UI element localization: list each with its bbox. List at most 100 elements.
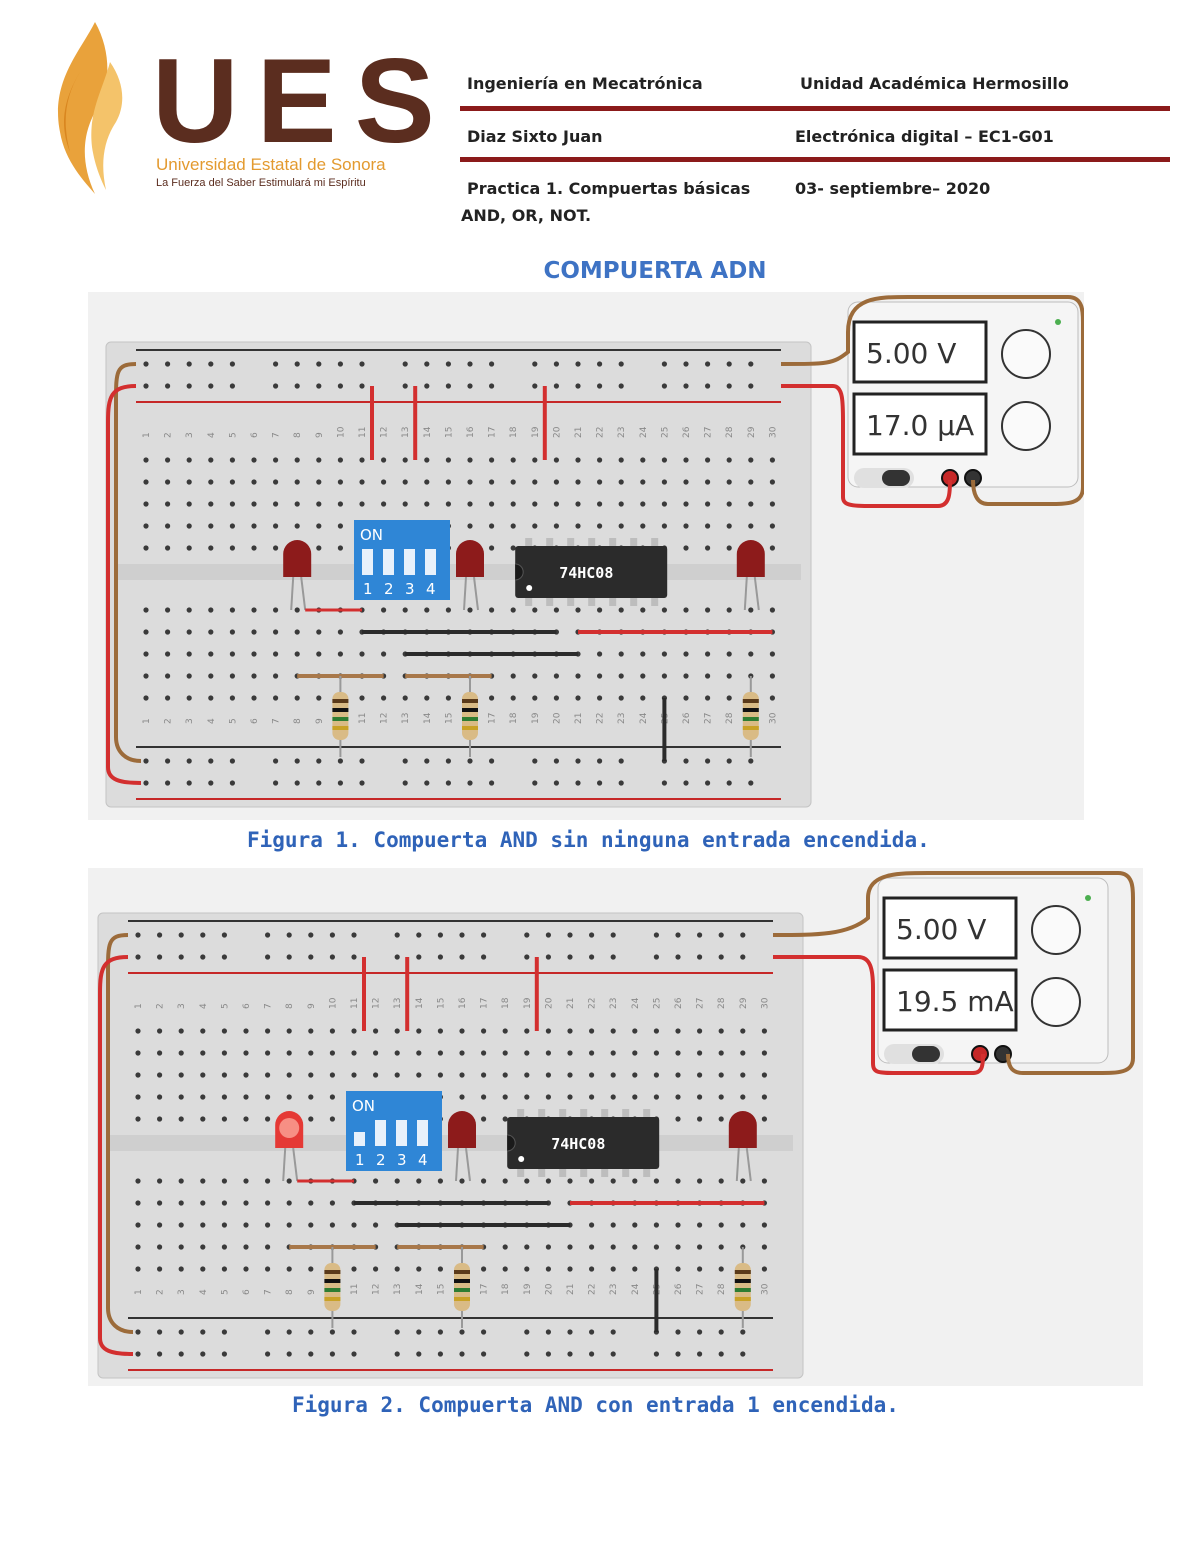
breadboard-hole — [229, 361, 235, 367]
breadboard-hole — [165, 695, 171, 701]
breadboard-hole — [705, 501, 711, 507]
breadboard-hole — [294, 501, 300, 507]
breadboard-hole — [481, 954, 487, 960]
breadboard-hole — [308, 1116, 314, 1122]
logo-letters: UES — [152, 34, 440, 168]
column-number: 3 — [185, 718, 195, 724]
breadboard-hole — [640, 523, 646, 529]
header-rule — [460, 106, 1170, 111]
breadboard-hole — [705, 361, 711, 367]
breadboard-hole — [481, 1094, 487, 1100]
breadboard-hole — [481, 1329, 487, 1335]
breadboard-hole — [157, 1329, 163, 1335]
chip-pin — [643, 1167, 651, 1177]
breadboard-hole — [610, 1351, 616, 1357]
breadboard-hole — [165, 629, 171, 635]
column-number: 19 — [523, 997, 533, 1009]
breadboard-hole — [675, 1222, 681, 1228]
breadboard-hole — [567, 954, 573, 960]
breadboard-hole — [381, 479, 387, 485]
breadboard-hole — [337, 383, 343, 389]
column-number: 27 — [704, 427, 714, 438]
breadboard-hole — [748, 383, 754, 389]
breadboard-hole — [229, 673, 235, 679]
practice-title: Practica 1. Compuertas básicas — [467, 179, 751, 198]
column-number: 20 — [544, 997, 554, 1009]
ic-chip-74hc08 — [515, 546, 668, 598]
breadboard-hole — [416, 1266, 422, 1272]
breadboard-hole — [575, 501, 581, 507]
column-number: 30 — [768, 426, 778, 438]
column-number: 3 — [177, 1289, 187, 1295]
breadboard-hole — [208, 695, 214, 701]
breadboard-hole — [769, 695, 776, 701]
breadboard-hole — [589, 954, 595, 960]
breadboard-hole — [502, 1028, 508, 1034]
breadboard-hole — [553, 479, 559, 485]
breadboard-hole — [597, 780, 603, 786]
current-display — [852, 392, 988, 456]
breadboard-hole — [640, 695, 646, 701]
breadboard-hole — [618, 673, 624, 679]
breadboard-hole — [135, 1200, 141, 1206]
breadboard-hole — [294, 651, 300, 657]
resistor-band — [324, 1279, 341, 1283]
breadboard-hole — [221, 954, 227, 960]
breadboard-hole — [157, 932, 163, 938]
breadboard-hole — [186, 457, 192, 463]
breadboard-hole — [705, 523, 711, 529]
breadboard-hole — [718, 1244, 724, 1250]
breadboard-hole — [761, 1266, 768, 1272]
power-wire — [773, 955, 985, 1075]
breadboard-hole — [632, 1028, 638, 1034]
breadboard-hole — [178, 1072, 184, 1078]
breadboard-hole — [437, 1329, 443, 1335]
breadboard-hole — [532, 695, 538, 701]
breadboard-hole — [229, 780, 235, 786]
led-lead — [290, 576, 295, 611]
breadboard-hole — [726, 479, 732, 485]
column-number: 8 — [293, 432, 303, 438]
breadboard-hole — [351, 1351, 357, 1357]
breadboard-hole — [575, 479, 581, 485]
chip-pin — [651, 596, 659, 606]
column-number: 1 — [134, 1289, 144, 1295]
breadboard-hole — [143, 629, 149, 635]
breadboard-hole — [502, 1094, 508, 1100]
breadboard-hole — [726, 457, 732, 463]
breadboard-hole — [661, 673, 668, 679]
breadboard-hole — [567, 1072, 573, 1078]
dip-switch-knob — [354, 1120, 365, 1132]
breadboard-hole — [597, 457, 603, 463]
breadboard-hole — [286, 1178, 292, 1184]
breadboard-hole — [705, 607, 711, 613]
breadboard-hole — [424, 780, 430, 786]
breadboard-hole — [351, 932, 357, 938]
dip-switch-number: 4 — [426, 580, 436, 598]
breadboard-hole — [157, 954, 163, 960]
chip-pin — [546, 538, 554, 548]
breadboard-hole — [143, 479, 149, 485]
breadboard-hole — [351, 1028, 357, 1034]
practice-subtitle: AND, OR, NOT. — [461, 206, 592, 225]
breadboard-hole — [208, 629, 214, 635]
breadboard-hole — [243, 1266, 249, 1272]
led-lead — [745, 1147, 752, 1182]
breadboard-hole — [186, 607, 192, 613]
breadboard-hole — [135, 1072, 141, 1078]
breadboard-hole — [135, 954, 141, 960]
breadboard-hole — [589, 1028, 595, 1034]
breadboard-hole — [165, 673, 171, 679]
breadboard-hole — [632, 1244, 638, 1250]
breadboard-hole — [740, 1050, 746, 1056]
breadboard-hole — [597, 501, 603, 507]
breadboard-hole — [524, 1329, 530, 1335]
breadboard-hole — [748, 501, 754, 507]
column-number: 23 — [617, 713, 627, 724]
column-number: 17 — [480, 998, 490, 1009]
breadboard-hole — [424, 758, 430, 764]
breadboard-hole — [316, 361, 322, 367]
breadboard-hole — [726, 607, 732, 613]
breadboard-hole — [221, 1266, 227, 1272]
column-number: 19 — [531, 426, 541, 438]
